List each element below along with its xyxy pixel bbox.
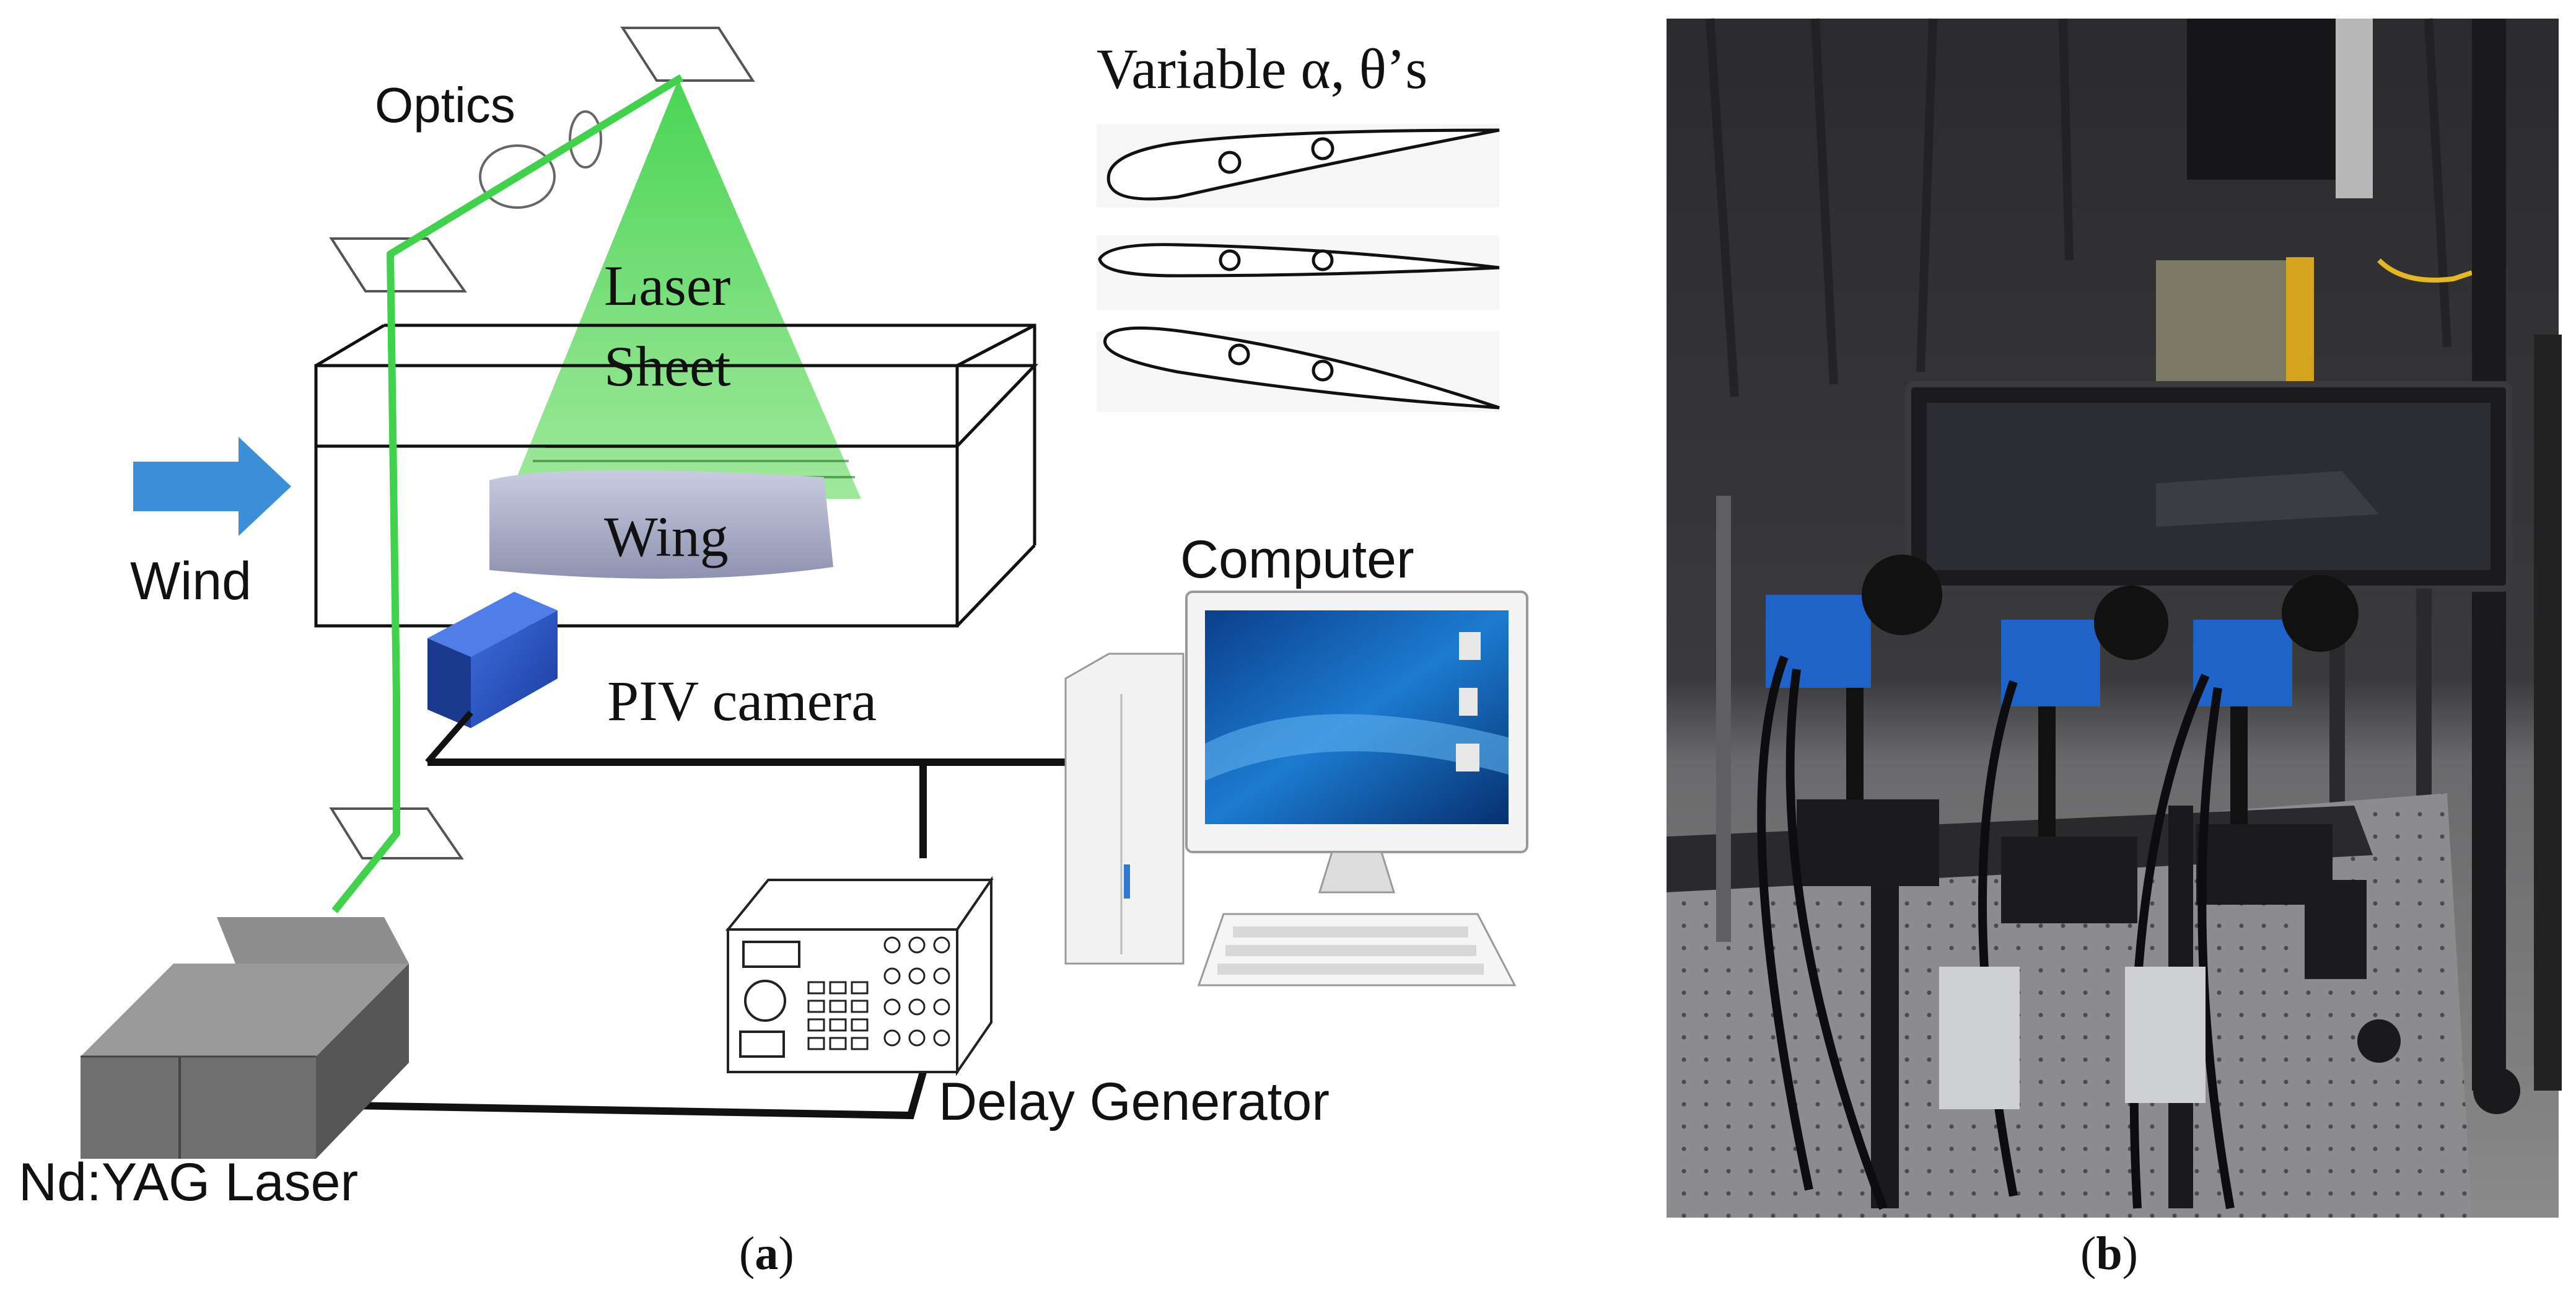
panel-b-photo <box>1667 18 2562 1218</box>
overhead-equipment <box>2187 19 2336 180</box>
nd-yag-laser-unit <box>81 917 409 1159</box>
label-sheet: Sheet <box>604 335 731 398</box>
label-delay-generator: Delay Generator <box>939 1072 1330 1132</box>
airfoil-sections <box>1097 124 1500 412</box>
label-variable-angles: Variable α, θ’s <box>1097 37 1428 100</box>
camera-cables <box>1757 655 2235 1210</box>
yellow-cable <box>2377 258 2473 283</box>
delay-generator-device <box>725 876 994 1076</box>
wind-tunnel-test-section <box>314 323 1038 628</box>
caption-b-letter: b <box>2096 1228 2123 1280</box>
label-wind: Wind <box>130 552 252 611</box>
piv-camera <box>425 592 558 765</box>
label-piv-camera: PIV camera <box>607 669 877 732</box>
label-computer: Computer <box>1180 530 1414 589</box>
laser-beam <box>331 74 684 913</box>
label-optics: Optics <box>375 77 515 133</box>
curtain <box>1706 18 2451 397</box>
control-box <box>2156 260 2298 384</box>
airfoil-3 <box>1097 326 1500 412</box>
caption-b: (b) <box>2080 1228 2138 1280</box>
airfoil-1 <box>1097 124 1500 208</box>
camera-middle <box>2001 586 2168 923</box>
camera-right <box>2193 575 2367 979</box>
computer <box>1064 591 1528 987</box>
caption-a-letter: a <box>755 1228 779 1280</box>
wind-tunnel-section <box>1905 381 2512 592</box>
mirrors <box>329 27 755 859</box>
label-laser: Laser <box>604 254 731 317</box>
camera-left <box>1766 555 1942 886</box>
label-nd-yag-laser: Nd:YAG Laser <box>19 1153 359 1212</box>
caption-a: (a) <box>739 1228 794 1280</box>
optics-lenses <box>479 110 602 209</box>
connection-cables <box>207 758 1090 1120</box>
wind-arrow <box>133 437 291 536</box>
label-wing: Wing <box>604 505 729 568</box>
wing-model <box>489 470 833 579</box>
panel-a-schematic <box>81 27 1528 1159</box>
laser-sheet <box>508 79 861 499</box>
airfoil-2 <box>1097 235 1500 310</box>
